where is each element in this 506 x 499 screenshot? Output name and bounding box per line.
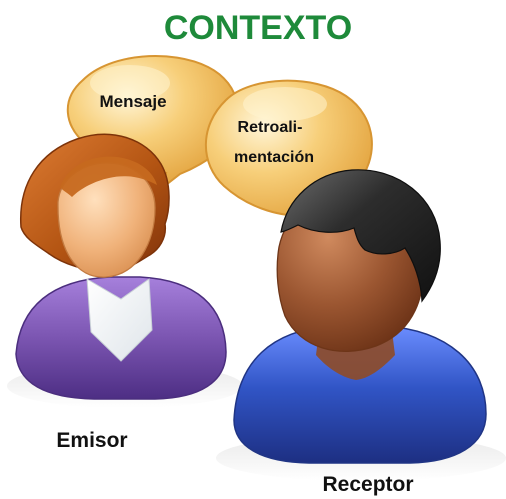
feedback-label-line-2: mentación: [234, 149, 314, 166]
bubble-highlight: [243, 87, 327, 121]
sender-label: Emisor: [56, 429, 127, 452]
message-label: Mensaje: [99, 92, 166, 111]
male-user-icon: [233, 325, 487, 464]
receiver-hair: [280, 169, 441, 303]
diagram-title: CONTEXTO: [164, 9, 352, 47]
feedback-bubble: Retroali- mentación: [204, 79, 373, 226]
receiver-figure: [216, 169, 506, 481]
receiver-label: Receptor: [322, 473, 413, 496]
sender-bangs: [60, 156, 157, 197]
sender-collar: [86, 278, 153, 362]
bubble-highlight: [90, 65, 170, 101]
feedback-label-line-1: Retroali-: [238, 119, 303, 136]
sender-figure: [7, 133, 243, 408]
